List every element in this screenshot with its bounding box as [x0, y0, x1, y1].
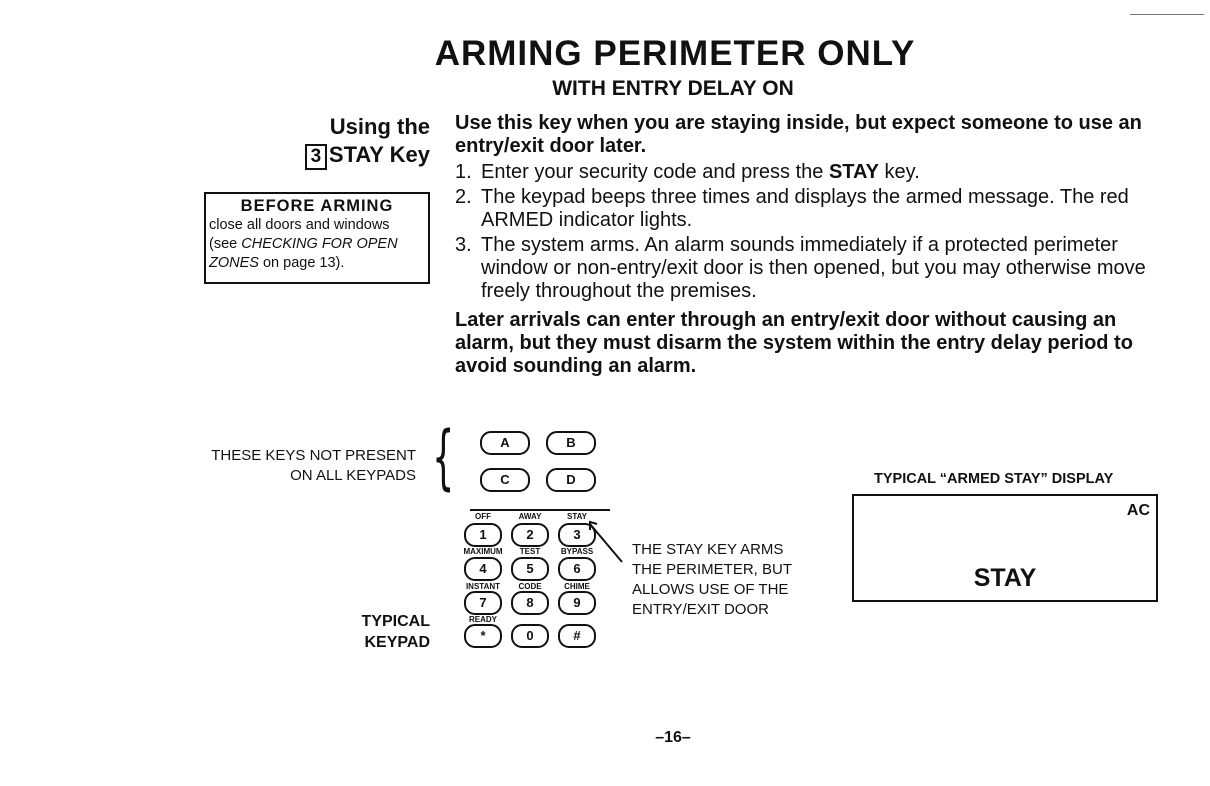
key-8[interactable]: 8 — [511, 591, 549, 615]
side-heading-using: Using the — [329, 114, 430, 139]
step-text: Enter your security code and press the — [481, 161, 829, 183]
step-text-end: key. — [879, 161, 920, 183]
key-pound[interactable]: # — [558, 624, 596, 648]
step-text: The system arms. An alarm sounds immedia… — [481, 234, 1146, 302]
key-2[interactable]: 2 — [511, 523, 549, 547]
before-arming-title: BEFORE ARMING — [240, 197, 394, 215]
label-ready: READY — [468, 615, 497, 624]
keypad-divider — [470, 509, 610, 511]
label-code: CODE — [518, 582, 542, 591]
label-bypass: BYPASS — [560, 547, 594, 556]
display-caption: TYPICAL “ARMED STAY” DISPLAY — [874, 471, 1114, 487]
before-arming-line3: ZONES on page 13). — [209, 254, 425, 273]
intro-paragraph: Use this key when you are staying inside… — [455, 112, 1142, 157]
page-title: ARMING PERIMETER ONLY — [434, 34, 916, 73]
step-number: 1. — [455, 161, 472, 183]
keypad-label-line2: KEYPAD — [364, 634, 431, 651]
step-bold: STAY — [828, 161, 879, 183]
keys-note-line1: THESE KEYS NOT PRESENT — [211, 447, 416, 464]
page-number: –16– — [655, 729, 691, 746]
later-arrivals-paragraph: Later arrivals can enter through an entr… — [455, 309, 1133, 377]
note-zones: ZONES — [209, 255, 259, 271]
keypad-label-line1: TYPICAL — [361, 613, 430, 630]
callout-arrow-icon — [589, 520, 623, 563]
brace-icon: { — [432, 416, 455, 498]
key-0[interactable]: 0 — [511, 624, 549, 648]
label-maximum: MAXIMUM — [463, 547, 503, 556]
key-7[interactable]: 7 — [464, 591, 502, 615]
label-off: OFF — [475, 512, 491, 521]
steps-list: 1. Enter your security code and press the… — [455, 161, 1165, 305]
step-1: 1. Enter your security code and press the… — [455, 161, 1165, 184]
label-chime: CHIME — [564, 582, 590, 591]
page-subtitle: WITH ENTRY DELAY ON — [552, 77, 794, 100]
note-see: (see — [209, 236, 242, 252]
before-arming-line1: close all doors and windows — [209, 217, 390, 233]
top-rule — [1130, 14, 1204, 15]
keys-note-line2: ON ALL KEYPADS — [290, 467, 416, 484]
armed-stay-display: AC STAY — [852, 494, 1158, 602]
stay-key-label: STAY Key — [328, 142, 430, 167]
stay-key-callout: THE STAY KEY ARMS THE PERIMETER, BUT ALL… — [632, 540, 792, 620]
note-page-ref: on page 13). — [258, 255, 345, 271]
display-stay-text: STAY — [973, 564, 1037, 592]
key-d[interactable]: D — [546, 468, 596, 492]
key-b[interactable]: B — [546, 431, 596, 455]
key-5[interactable]: 5 — [511, 557, 549, 581]
key-c[interactable]: C — [480, 468, 530, 492]
display-ac-indicator: AC — [1126, 502, 1150, 519]
key-1[interactable]: 1 — [464, 523, 502, 547]
callout-line: ALLOWS USE OF THE — [632, 581, 789, 598]
typical-keypad-label: TYPICAL KEYPAD — [340, 611, 430, 653]
label-away: AWAY — [518, 512, 542, 521]
key-9[interactable]: 9 — [558, 591, 596, 615]
step-number: 2. — [455, 186, 472, 208]
key-a[interactable]: A — [480, 431, 530, 455]
step-3: 3. The system arms. An alarm sounds immed… — [455, 234, 1165, 303]
key-star[interactable]: * — [464, 624, 502, 648]
label-stay: STAY — [566, 512, 587, 521]
callout-line: THE PERIMETER, BUT — [632, 561, 793, 578]
step-number: 3. — [455, 234, 472, 256]
key-3[interactable]: 3 — [558, 523, 596, 547]
callout-line: ENTRY/EXIT DOOR — [632, 601, 769, 618]
label-test: TEST — [519, 547, 541, 556]
before-arming-line2: (see CHECKING FOR OPEN — [209, 235, 425, 254]
label-instant: INSTANT — [465, 582, 501, 591]
step-text: The keypad beeps three times and display… — [481, 186, 1129, 231]
before-arming-note: BEFORE ARMING close all doors and window… — [204, 192, 430, 284]
step-2: 2. The keypad beeps three times and displ… — [455, 186, 1165, 232]
keys-not-present-note: THESE KEYS NOT PRESENT ON ALL KEYPADS — [190, 446, 416, 486]
key-4[interactable]: 4 — [464, 557, 502, 581]
callout-line: THE STAY KEY ARMS — [632, 541, 784, 558]
key-3-box: 3 — [304, 144, 327, 170]
key-6[interactable]: 6 — [558, 557, 596, 581]
note-checking-link: CHECKING FOR OPEN — [241, 236, 398, 252]
